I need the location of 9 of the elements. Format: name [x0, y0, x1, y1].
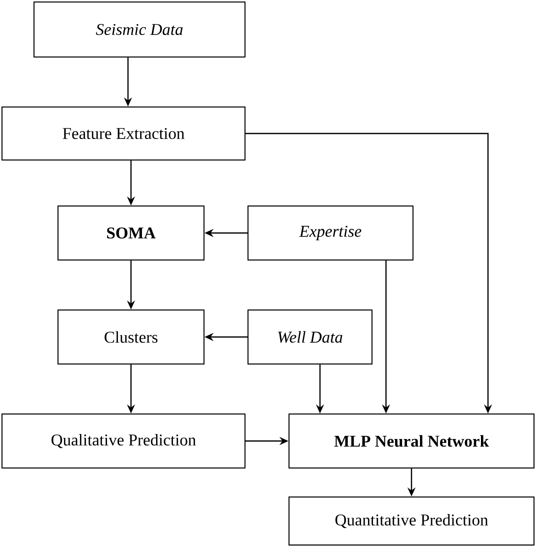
process-box: SOMA [58, 206, 204, 260]
input-box: Expertise [248, 206, 414, 260]
output-box: Quantitative Prediction [288, 496, 534, 546]
process-box: Qualitative Prediction [2, 414, 246, 468]
input-box: Seismic Data [34, 2, 246, 58]
process-box: Clusters [58, 310, 204, 364]
process-box: Feature Extraction [2, 106, 246, 160]
input-box: Well Data [248, 310, 372, 364]
process-box: MLP Neural Network [288, 414, 534, 468]
